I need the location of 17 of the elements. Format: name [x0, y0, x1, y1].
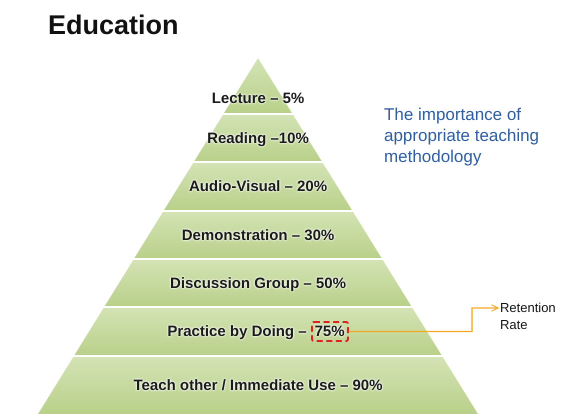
layer-label: Teach other / Immediate Use – 90%	[134, 377, 382, 394]
title: Education	[48, 10, 179, 41]
subtitle-note: The importance of appropriate teaching methodology	[384, 104, 540, 167]
callout-text: Retention Rate	[500, 299, 575, 333]
highlight-box: 75%	[310, 321, 349, 342]
layer-label: Practice by Doing –	[167, 323, 307, 340]
leader-arrow	[348, 304, 499, 332]
pyramid-layer	[104, 260, 412, 306]
layer-label: Demonstration – 30%	[182, 226, 334, 244]
layer-label: Reading –10%	[207, 130, 309, 146]
pyramid-layer	[134, 212, 382, 258]
pyramid-layer	[74, 308, 442, 355]
pyramid-layer	[38, 357, 478, 414]
layer-label: Discussion Group – 50%	[170, 274, 346, 292]
pyramid-layer	[164, 163, 352, 210]
pyramid-layer	[194, 115, 322, 161]
layer-label: Audio-Visual – 20%	[188, 178, 328, 195]
